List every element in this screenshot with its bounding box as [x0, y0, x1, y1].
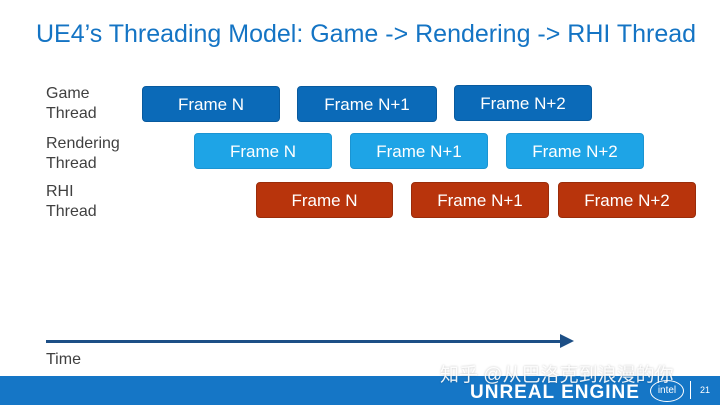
- unreal-engine-logo-text: UNREAL ENGINE: [470, 382, 640, 403]
- game-frame-n2: Frame N+2: [454, 85, 592, 121]
- render-frame-n2: Frame N+2: [506, 133, 644, 169]
- rendering-thread-label-line1: Rendering: [46, 135, 120, 152]
- rhi-frame-n: Frame N: [256, 182, 393, 218]
- footer-handle-graphics: @IntelGraphics: [116, 6, 186, 18]
- rendering-thread-label: Rendering Thread: [46, 134, 141, 174]
- watermark-text: 知乎 @从巴洛克到浪漫的你: [440, 365, 674, 386]
- page-number: 21: [700, 385, 711, 395]
- footer-social: @IntelSoftware @IntelGraphics: [14, 6, 186, 18]
- game-thread-label-line2: Thread: [46, 105, 97, 122]
- intel-logo: intel: [650, 380, 684, 402]
- rhi-thread-label-line2: Thread: [46, 203, 97, 220]
- footer-handle-software: @IntelSoftware: [34, 6, 103, 18]
- rendering-thread-label-line2: Thread: [46, 155, 97, 172]
- time-axis-arrowhead: [560, 334, 574, 348]
- footer-divider: [690, 381, 691, 399]
- rhi-frame-n2: Frame N+2: [558, 182, 696, 218]
- game-frame-n1: Frame N+1: [297, 86, 437, 122]
- render-frame-n: Frame N: [194, 133, 332, 169]
- rhi-thread-label: RHI Thread: [46, 182, 141, 222]
- twitter-bird-icon: [14, 6, 28, 18]
- game-thread-label-line1: Game: [46, 85, 90, 102]
- slide-title: UE4’s Threading Model: Game -> Rendering…: [36, 20, 697, 48]
- time-axis-line: [46, 340, 562, 343]
- game-thread-label: Game Thread: [46, 84, 141, 124]
- game-frame-n: Frame N: [142, 86, 280, 122]
- render-frame-n1: Frame N+1: [350, 133, 488, 169]
- footer-bar: [0, 376, 720, 405]
- rhi-thread-label-line1: RHI: [46, 183, 74, 200]
- time-axis-label: Time: [46, 351, 81, 368]
- rhi-frame-n1: Frame N+1: [411, 182, 549, 218]
